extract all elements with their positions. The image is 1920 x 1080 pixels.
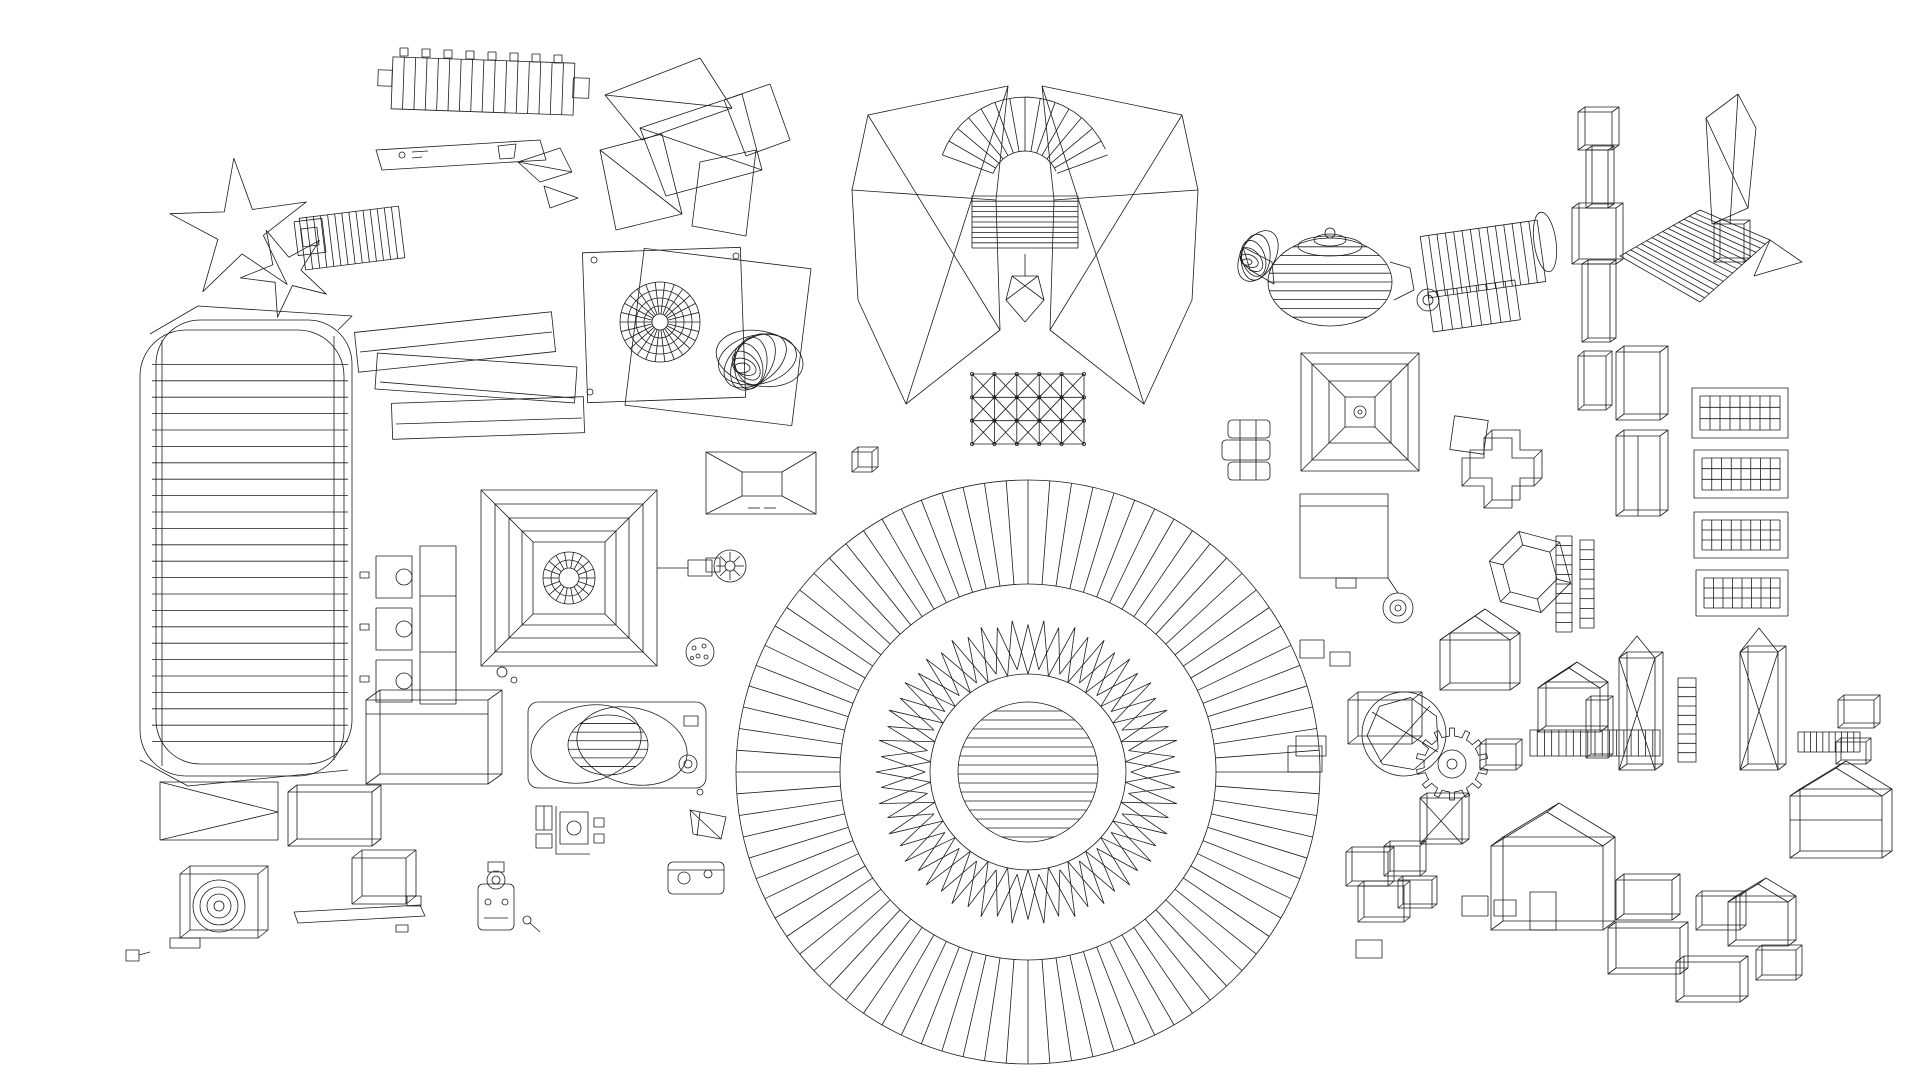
- rounded-stack: [1221, 419, 1271, 481]
- thin-bar: [293, 895, 426, 933]
- chimney: [1571, 106, 1624, 343]
- great-ring: [735, 479, 1321, 1065]
- ribbed-bar-top: [377, 47, 590, 116]
- planks: [354, 311, 585, 440]
- mini-cube: [851, 446, 879, 473]
- target-panel: [480, 489, 713, 684]
- debris: [125, 949, 151, 962]
- bracket-set: [535, 805, 605, 855]
- lens-tray: [527, 701, 707, 796]
- asterisk-knob: [705, 549, 747, 583]
- butterfly: [851, 85, 1199, 405]
- card-fan: [599, 57, 791, 237]
- darts: [517, 147, 579, 209]
- mini-camera: [477, 861, 515, 931]
- spire: [1705, 93, 1757, 263]
- leaf-hull: [1619, 209, 1803, 303]
- speckle-ball: [685, 637, 715, 667]
- crystal-towers: [1585, 627, 1787, 771]
- facet-ball: [1361, 691, 1447, 777]
- tall-boxes: [1577, 345, 1669, 517]
- rib-sticks: [1555, 535, 1595, 633]
- tray-b: [287, 784, 382, 847]
- spiky-rocket: [169, 157, 406, 318]
- barrel: [139, 305, 353, 787]
- led-cards: [1691, 387, 1789, 617]
- plate-two-holes: [667, 861, 725, 895]
- wedge: [689, 809, 727, 840]
- cross-3d: [1449, 415, 1543, 509]
- houses: [1439, 608, 1893, 947]
- projector: [169, 865, 269, 949]
- pyramid-plan: [1300, 352, 1420, 472]
- knob-column: [359, 545, 457, 705]
- city-boxes: [1287, 639, 1881, 1003]
- telescope: [1416, 211, 1558, 333]
- x-grid-panel: [970, 371, 1087, 446]
- plain-panel: [1299, 493, 1414, 624]
- cube-b: [351, 849, 417, 905]
- hex-nut: [1489, 531, 1571, 613]
- slab-box: [365, 689, 503, 785]
- screw: [522, 915, 541, 933]
- teapot: [1237, 227, 1415, 327]
- tray-a: [159, 781, 279, 841]
- tv-panel: [705, 451, 817, 515]
- fan-square: [582, 246, 812, 427]
- flat-plate: [375, 139, 547, 171]
- gear-wheel: [1416, 727, 1488, 801]
